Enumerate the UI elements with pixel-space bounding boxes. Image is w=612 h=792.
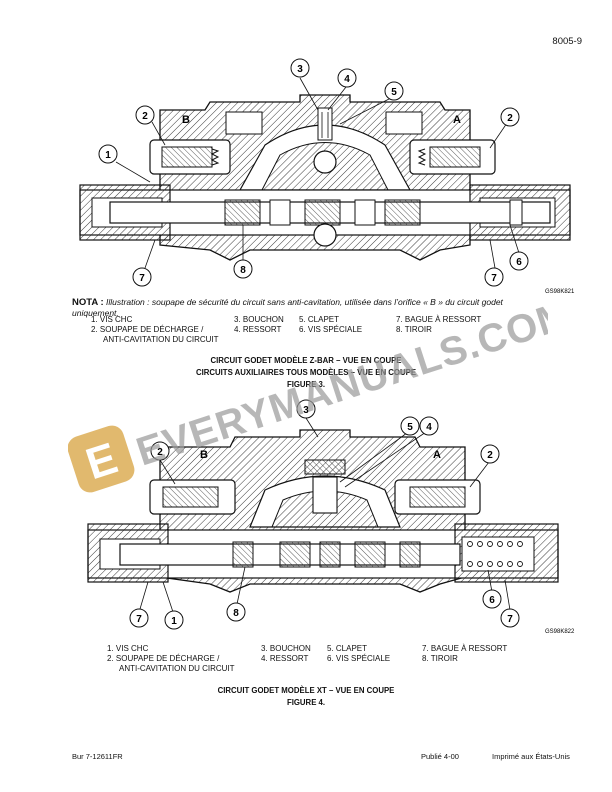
nota-text: Illustration : soupape de sécurité du ci… <box>72 297 503 318</box>
page-number: 8005-9 <box>552 36 582 47</box>
callout-2-left: 2 <box>150 441 170 461</box>
figure-3-drawing: B A 3 4 5 2 2 1 7 8 7 6 GS98K821 <box>79 58 575 295</box>
relief-valve-left <box>149 479 236 515</box>
legend-item-2: 2. SOUPAPE DE DÉCHARGE / <box>107 654 220 663</box>
callout-1: 1 <box>164 610 184 630</box>
figure-3-valve-cross-section: B A 3 4 5 2 2 1 7 8 7 6 GS98K821 <box>0 50 612 350</box>
callout-4: 4 <box>337 68 357 88</box>
svg-text:6: 6 <box>489 595 495 606</box>
legend-item-1: 1. VIS CHC <box>91 315 133 324</box>
svg-text:2: 2 <box>507 113 513 124</box>
figure-3-caption: CIRCUIT GODET MODÈLE Z-BAR – VUE EN COUP… <box>0 355 612 391</box>
callout-8: 8 <box>226 602 246 622</box>
relief-valve-left <box>149 139 231 175</box>
legend-item-7: 7. BAGUE À RESSORT <box>396 315 482 324</box>
svg-text:7: 7 <box>139 273 145 284</box>
figure-3-legend: 1. VIS CHC 2. SOUPAPE DE DÉCHARGE / ANTI… <box>91 315 551 345</box>
callout-1: 1 <box>98 144 118 164</box>
svg-text:8: 8 <box>233 608 239 619</box>
callout-7-left: 7 <box>129 608 149 628</box>
check-poppet <box>312 476 338 514</box>
legend-item-6: 6. VIS SPÉCIALE <box>299 325 363 334</box>
legend-item-2-cont: ANTI-CAVITATION DU CIRCUIT <box>103 335 219 344</box>
figure-4-valve-cross-section: B A 3 5 4 2 2 7 1 8 6 7 GS98K822 <box>0 392 612 642</box>
figure-3-caption-line2: CIRCUITS AUXILIAIRES TOUS MODÈLES – VUE … <box>195 368 417 377</box>
spring <box>467 541 523 567</box>
legend-item-8: 8. TIROIR <box>396 325 432 334</box>
relief-valve-right <box>394 479 481 515</box>
svg-text:3: 3 <box>297 64 303 75</box>
legend-item-4: 4. RESSORT <box>234 325 282 334</box>
figure-4-drawing: B A 3 5 4 2 2 7 1 8 6 7 GS98K822 <box>87 399 575 635</box>
svg-text:2: 2 <box>487 450 493 461</box>
callout-2-right: 2 <box>500 107 520 127</box>
svg-text:7: 7 <box>491 273 497 284</box>
footer-published: Publié 4-00 <box>421 752 459 761</box>
svg-text:4: 4 <box>426 422 432 433</box>
svg-text:4: 4 <box>344 74 350 85</box>
nota-label: NOTA : <box>72 297 104 308</box>
poppet-bore <box>313 150 337 174</box>
callout-2-left: 2 <box>135 105 155 125</box>
legend-item-3: 3. BOUCHON <box>261 644 311 653</box>
legend-item-3: 3. BOUCHON <box>234 315 284 324</box>
callout-2-right: 2 <box>480 444 500 464</box>
svg-text:5: 5 <box>391 87 397 98</box>
callout-5: 5 <box>384 81 404 101</box>
callout-6: 6 <box>509 251 529 271</box>
nota-paragraph: NOTA : Illustration : soupape de sécurit… <box>72 297 552 319</box>
legend-item-1: 1. VIS CHC <box>107 644 149 653</box>
figure-4-caption: CIRCUIT GODET MODÈLE XT – VUE EN COUPE F… <box>0 685 612 709</box>
svg-text:5: 5 <box>407 422 413 433</box>
callout-8: 8 <box>233 259 253 279</box>
legend-item-4: 4. RESSORT <box>261 654 309 663</box>
callout-7-right: 7 <box>484 267 504 287</box>
svg-text:1: 1 <box>171 616 177 627</box>
callout-7-right: 7 <box>500 608 520 628</box>
callout-6: 6 <box>482 589 502 609</box>
callout-5: 5 <box>400 416 420 436</box>
callout-7-left: 7 <box>132 267 152 287</box>
figure-4-caption-line1: CIRCUIT GODET MODÈLE XT – VUE EN COUPE <box>217 686 395 695</box>
port-b-label: B <box>182 114 190 126</box>
callout-3: 3 <box>296 399 316 419</box>
port-b-label: B <box>200 449 208 461</box>
svg-text:6: 6 <box>516 257 522 268</box>
svg-text:2: 2 <box>157 447 163 458</box>
legend-item-2-cont: ANTI-CAVITATION DU CIRCUIT <box>119 664 235 673</box>
svg-text:2: 2 <box>142 111 148 122</box>
check-poppet <box>317 107 333 141</box>
svg-text:8: 8 <box>240 265 246 276</box>
callout-3: 3 <box>290 58 310 78</box>
svg-text:7: 7 <box>507 614 513 625</box>
footer-doc-number: Bur 7-12611FR <box>72 752 123 761</box>
figure-3-image-code: GS98K821 <box>545 289 575 295</box>
legend-item-8: 8. TIROIR <box>422 654 458 663</box>
figure-3-caption-line1: CIRCUIT GODET MODÈLE Z-BAR – VUE EN COUP… <box>210 356 402 365</box>
legend-item-2: 2. SOUPAPE DE DÉCHARGE / <box>91 325 204 334</box>
svg-text:7: 7 <box>136 614 142 625</box>
figure-4-image-code: GS98K822 <box>545 629 575 635</box>
footer-printed: Imprimé aux États-Unis <box>492 752 570 761</box>
figure-4-legend: 1. VIS CHC 2. SOUPAPE DE DÉCHARGE / ANTI… <box>107 644 567 674</box>
figure-3-caption-line3: FIGURE 3. <box>286 380 326 389</box>
callout-4: 4 <box>419 416 439 436</box>
figure-4-caption-line2: FIGURE 4. <box>286 698 326 707</box>
relief-valve-right <box>409 139 496 175</box>
legend-item-6: 6. VIS SPÉCIALE <box>327 654 391 663</box>
legend-item-5: 5. CLAPET <box>327 644 368 653</box>
legend-item-5: 5. CLAPET <box>299 315 340 324</box>
port-a-label: A <box>433 449 441 461</box>
svg-text:3: 3 <box>303 405 309 416</box>
port-a-label: A <box>453 114 461 126</box>
legend-item-7: 7. BAGUE À RESSORT <box>422 644 508 653</box>
svg-text:1: 1 <box>105 150 111 161</box>
